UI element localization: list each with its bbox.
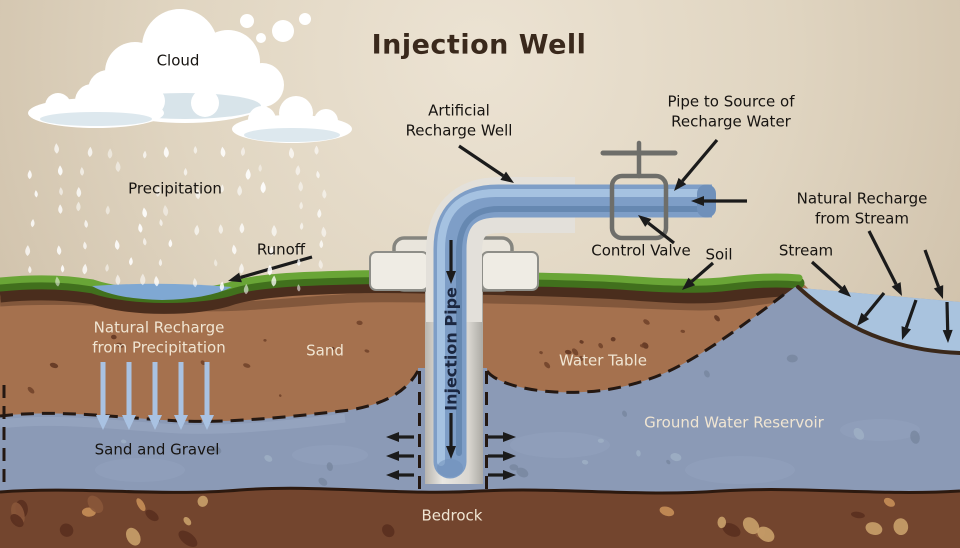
groundwater-texture-stones — [120, 319, 920, 486]
water-table-line — [0, 291, 787, 490]
bedrock-texture-stones — [10, 495, 909, 547]
label-sand: Sand — [306, 341, 344, 360]
label-ground-water-reservoir: Ground Water Reservoir — [644, 413, 824, 432]
label-natural-recharge-stream: Natural Recharge from Stream — [796, 189, 928, 228]
label-sand-and-gravel: Sand and Gravel — [94, 440, 220, 459]
label-bedrock: Bedrock — [421, 506, 483, 525]
label-precipitation: Precipitation — [128, 179, 222, 198]
annotation-arrows — [228, 138, 953, 480]
label-cloud: Cloud — [156, 51, 200, 70]
cloud-graphic — [28, 9, 352, 143]
label-pipe-to-source: Pipe to Source of Recharge Water — [667, 92, 795, 131]
label-water-table: Water Table — [559, 351, 647, 370]
control-valve-graphic — [600, 140, 678, 241]
label-natural-recharge-precipitation: Natural Recharge from Precipitation — [92, 318, 226, 357]
rain — [25, 143, 327, 295]
label-artificial-recharge-well: Artificial Recharge Well — [405, 101, 513, 140]
label-control-valve: Control Valve — [591, 241, 691, 260]
stream-water — [796, 285, 960, 355]
label-injection-pipe: Injection Pipe — [441, 287, 461, 411]
sand-texture-speckles — [27, 315, 720, 397]
label-runoff: Runoff — [256, 240, 306, 259]
label-soil: Soil — [705, 245, 733, 264]
precipitation-recharge-arrows — [96, 362, 214, 430]
terrain-bedrock — [0, 486, 960, 548]
label-stream: Stream — [778, 241, 834, 260]
runoff-puddle — [92, 283, 232, 300]
page-title: Injection Well — [371, 29, 587, 61]
